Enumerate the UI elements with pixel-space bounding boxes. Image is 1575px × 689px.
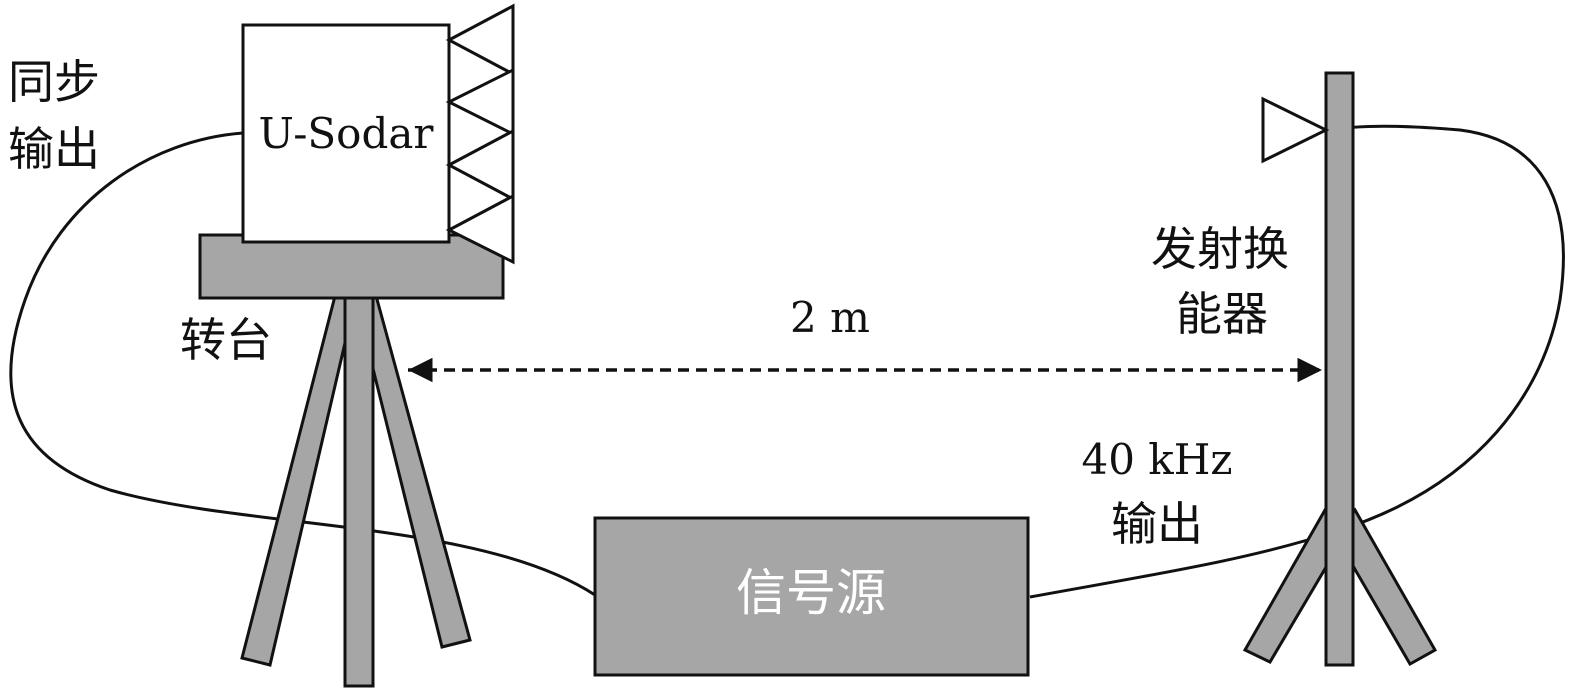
signal-source-label: 信号源 <box>736 564 886 622</box>
receiver-triangle <box>445 193 515 265</box>
frequency-label: 输出 <box>1111 497 1203 551</box>
u-sodar-device <box>241 23 451 244</box>
stand-pole <box>1324 71 1355 667</box>
turntable <box>198 233 505 300</box>
tripod-leg-center <box>343 294 375 688</box>
receiver-triangle <box>445 128 515 202</box>
transmitter-transducer <box>1261 96 1330 164</box>
transmitter-stand <box>1242 71 1438 667</box>
distance-label: 2 m <box>790 293 870 342</box>
sync-output-label: 输出 <box>8 122 100 176</box>
device-name-label: U-Sodar <box>259 109 435 158</box>
sync-output-label: 同步 <box>8 55 100 109</box>
receiver-triangle <box>445 3 515 77</box>
sync-output-cable <box>9 131 596 597</box>
signal-output-cable <box>1029 124 1565 599</box>
transmitter-label: 能器 <box>1176 287 1268 341</box>
frequency-label: 40 kHz <box>1082 435 1233 484</box>
receiver-array <box>445 3 515 265</box>
left-tripod <box>240 290 472 688</box>
turntable-label: 转台 <box>180 313 272 367</box>
signal-source-box <box>593 516 1030 677</box>
transmitter-label: 发射换 <box>1151 222 1289 276</box>
receiver-triangle <box>445 67 515 137</box>
